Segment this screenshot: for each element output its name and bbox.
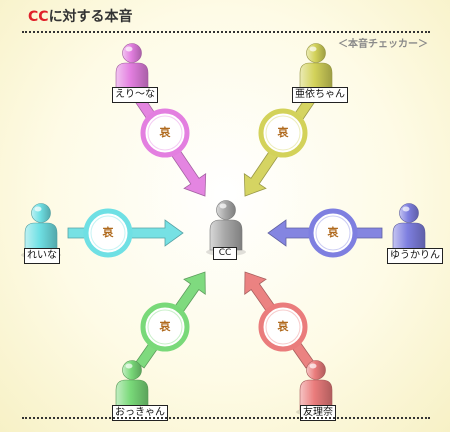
emotion-aiyu-chan: 哀	[277, 126, 289, 139]
emotion-okkyan: 哀	[159, 320, 171, 333]
emotion-reina: 哀	[102, 226, 114, 239]
emotion-badge-reina	[83, 208, 133, 258]
center-name-label: CC	[213, 247, 237, 260]
person-name-eri-na: えり〜な	[112, 87, 158, 103]
title-rest: に対する本音	[48, 9, 133, 25]
title-cc: CC	[28, 9, 49, 25]
top-divider	[22, 31, 430, 33]
person-name-yuukarin: ゆうかりん	[387, 248, 443, 264]
emotion-badge-eri-na	[140, 108, 190, 158]
page-title: CCに対する本音	[28, 6, 133, 26]
person-name-reina: れいな	[24, 248, 60, 264]
checker-label: ＜本音チェッカー＞	[338, 39, 428, 50]
emotion-badge-yuukarin	[308, 208, 358, 258]
emotion-yuukarin: 哀	[327, 226, 339, 239]
bottom-divider	[22, 417, 430, 419]
emotion-eri-na: 哀	[159, 126, 171, 139]
emotion-yurina: 哀	[277, 320, 289, 333]
person-name-aiyu-chan: 亜依ちゃん	[292, 87, 348, 103]
emotion-badge-okkyan	[140, 302, 190, 352]
emotion-badge-aiyu-chan	[258, 108, 308, 158]
emotion-badge-yurina	[258, 302, 308, 352]
